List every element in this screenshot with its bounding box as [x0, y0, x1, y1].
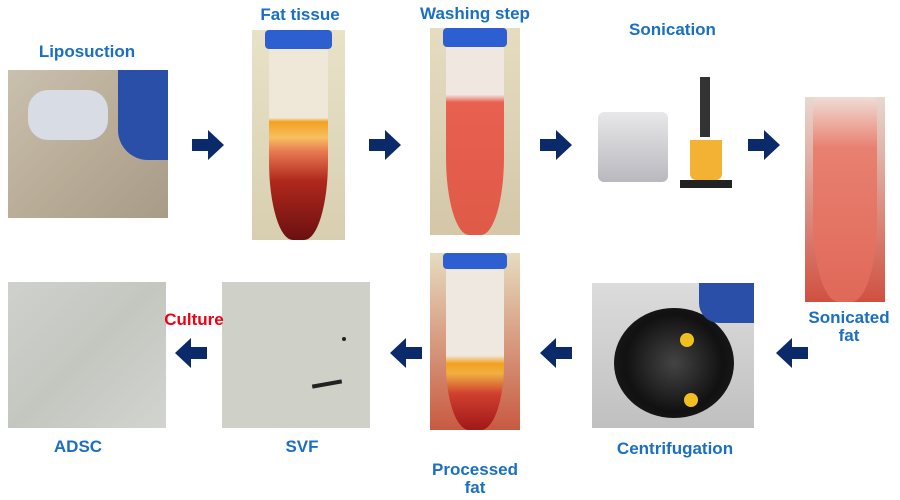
label-culture: Culture: [164, 310, 224, 329]
arrow-left-icon: [540, 338, 572, 368]
label-adsc: ADSC: [53, 437, 103, 456]
arrow-right-icon: [748, 130, 780, 160]
arrow-right-icon: [369, 130, 401, 160]
liposuction-photo: [8, 70, 168, 218]
label-processed-line1: Processed: [432, 460, 518, 479]
arrow-left-icon: [776, 338, 808, 368]
centrifugation-photo: [592, 283, 754, 428]
arrow-left-icon: [175, 338, 207, 368]
label-washing-step: Washing step: [420, 4, 530, 23]
label-svf: SVF: [285, 437, 319, 456]
processed-fat-photo: [430, 253, 520, 430]
washing-step-photo: [430, 28, 520, 235]
label-sonication: Sonication: [629, 20, 716, 39]
fat-tissue-photo: [252, 30, 345, 240]
arrow-right-icon: [192, 130, 224, 160]
label-sonicated-line1: Sonicated: [808, 308, 890, 327]
sonicated-fat-photo: [805, 97, 885, 302]
label-centrifugation: Centrifugation: [616, 439, 734, 458]
arrow-left-icon: [390, 338, 422, 368]
arrow-right-icon: [540, 130, 572, 160]
svf-micrograph: [222, 282, 370, 428]
label-sonicated-line2: fat: [838, 326, 860, 345]
sonication-photo: [590, 62, 738, 200]
adsc-micrograph: [8, 282, 166, 428]
label-processed-line2: fat: [464, 478, 486, 497]
label-fat-tissue: Fat tissue: [260, 5, 340, 24]
label-liposuction: Liposuction: [38, 42, 136, 61]
